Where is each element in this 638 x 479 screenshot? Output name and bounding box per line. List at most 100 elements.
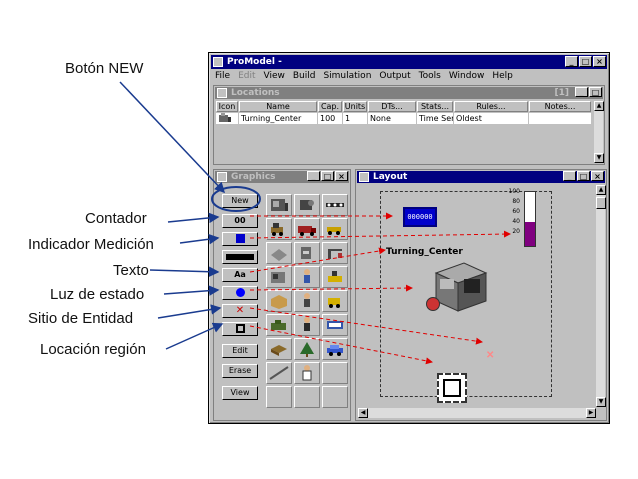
- text-tool-button[interactable]: Aa: [222, 268, 258, 282]
- menu-edit[interactable]: Edit: [238, 71, 256, 81]
- graphic-cell[interactable]: [294, 314, 320, 336]
- cell-cap[interactable]: 100: [318, 113, 342, 124]
- graphics-minimize-button[interactable]: _: [307, 171, 320, 181]
- col-header-stats[interactable]: Stats...: [417, 101, 453, 112]
- graphic-cell[interactable]: [266, 218, 292, 240]
- graphic-cell[interactable]: [266, 266, 292, 288]
- graphic-cell[interactable]: [322, 362, 348, 384]
- menu-simulation[interactable]: Simulation: [323, 71, 372, 81]
- cell-stats[interactable]: Time Series: [417, 113, 453, 124]
- graphic-cell[interactable]: [294, 362, 320, 384]
- graphic-cell[interactable]: [266, 386, 292, 408]
- graphic-cell[interactable]: [322, 242, 348, 264]
- graphic-cell[interactable]: [294, 266, 320, 288]
- callout-luz-estado: Luz de estado: [50, 286, 145, 303]
- new-button[interactable]: New: [222, 194, 258, 208]
- close-button[interactable]: ×: [593, 56, 606, 67]
- graphics-close-button[interactable]: ×: [335, 171, 348, 181]
- cell-icon[interactable]: [216, 113, 238, 124]
- menu-help[interactable]: Help: [492, 71, 513, 81]
- locations-minimize-button[interactable]: _: [575, 87, 588, 97]
- cell-dts[interactable]: None: [368, 113, 416, 124]
- menu-tools[interactable]: Tools: [418, 71, 441, 81]
- graphic-cell[interactable]: [294, 194, 320, 216]
- graphic-cell[interactable]: [266, 338, 292, 360]
- layout-scroll-thumb[interactable]: [596, 197, 606, 209]
- col-header-icon[interactable]: Icon: [216, 101, 238, 112]
- menu-output[interactable]: Output: [379, 71, 411, 81]
- layout-canvas[interactable]: 000000 Turning_Center 100 80 60 40 20 ✕: [358, 185, 594, 407]
- menu-window[interactable]: Window: [448, 71, 485, 81]
- graphic-cell[interactable]: [294, 290, 320, 312]
- layout-gauge[interactable]: [524, 191, 536, 247]
- graphic-cell[interactable]: [294, 242, 320, 264]
- col-header-name[interactable]: Name: [239, 101, 317, 112]
- label-tool-button[interactable]: [222, 250, 258, 264]
- maximize-button[interactable]: □: [579, 56, 592, 67]
- layout-close-button[interactable]: ×: [591, 171, 604, 181]
- layout-scroll-right-icon[interactable]: ▶: [586, 408, 596, 418]
- graphic-cell[interactable]: [294, 386, 320, 408]
- turning-center-machine-icon[interactable]: [430, 259, 490, 315]
- edit-button[interactable]: Edit: [222, 344, 258, 358]
- locations-titlebar[interactable]: Locations [1] _ □: [215, 87, 603, 99]
- promodel-titlebar[interactable]: ProModel - _ □ ×: [211, 55, 607, 69]
- layout-status-light[interactable]: [426, 297, 440, 311]
- layout-entity-spot-icon[interactable]: ✕: [486, 350, 495, 361]
- graphic-cell[interactable]: [266, 194, 292, 216]
- menu-build[interactable]: Build: [292, 71, 316, 81]
- graphic-cell[interactable]: [322, 290, 348, 312]
- counter-tool-button[interactable]: 00: [222, 214, 258, 228]
- graphic-cell[interactable]: [322, 338, 348, 360]
- gauge-tool-button[interactable]: [222, 232, 258, 246]
- layout-window-icon: [359, 172, 369, 182]
- gauge-tick: 60: [512, 208, 520, 215]
- graphic-cell[interactable]: [322, 266, 348, 288]
- graphic-cell[interactable]: [266, 362, 292, 384]
- layout-titlebar[interactable]: Layout _ □ ×: [357, 171, 605, 183]
- menu-file[interactable]: File: [215, 71, 231, 81]
- layout-maximize-button[interactable]: □: [577, 171, 590, 181]
- col-header-dts[interactable]: DTs...: [368, 101, 416, 112]
- scroll-down-icon[interactable]: ▼: [594, 153, 604, 163]
- graphic-cell[interactable]: [266, 290, 292, 312]
- status-light-tool-button[interactable]: [222, 286, 258, 300]
- locations-maximize-button[interactable]: □: [589, 87, 602, 97]
- layout-location-label[interactable]: Turning_Center: [386, 247, 463, 257]
- minimize-button[interactable]: _: [565, 56, 578, 67]
- graphic-cell[interactable]: [266, 314, 292, 336]
- scroll-up-icon[interactable]: ▲: [594, 101, 604, 111]
- layout-hscrollbar[interactable]: ◀ ▶: [358, 408, 596, 418]
- cell-name[interactable]: Turning_Center: [239, 113, 317, 124]
- graphic-cell[interactable]: [322, 314, 348, 336]
- graphics-titlebar[interactable]: Graphics _ □ ×: [215, 171, 349, 183]
- layout-vscrollbar[interactable]: ▲ ▼: [595, 185, 606, 407]
- layout-region[interactable]: [437, 373, 467, 403]
- region-tool-button[interactable]: [222, 322, 258, 336]
- layout-scroll-down-icon[interactable]: ▼: [596, 397, 606, 407]
- col-header-notes[interactable]: Notes...: [529, 101, 591, 112]
- graphics-maximize-button[interactable]: □: [321, 171, 334, 181]
- menu-view[interactable]: View: [263, 71, 285, 81]
- col-header-units[interactable]: Units: [343, 101, 367, 112]
- cell-units[interactable]: 1: [343, 113, 367, 124]
- view-button[interactable]: View: [222, 386, 258, 400]
- graphic-cell[interactable]: [322, 194, 348, 216]
- graphic-cell[interactable]: [294, 338, 320, 360]
- col-header-rules[interactable]: Rules...: [454, 101, 528, 112]
- cell-rules[interactable]: Oldest: [454, 113, 528, 124]
- layout-scroll-up-icon[interactable]: ▲: [596, 185, 606, 195]
- layout-scroll-left-icon[interactable]: ◀: [358, 408, 368, 418]
- entity-spot-tool-button[interactable]: ✕: [222, 304, 258, 318]
- graphic-cell[interactable]: [322, 386, 348, 408]
- layout-minimize-button[interactable]: _: [563, 171, 576, 181]
- graphic-cell[interactable]: [294, 218, 320, 240]
- locations-scrollbar[interactable]: ▲ ▼: [593, 101, 604, 163]
- loader-graphic-icon: [328, 298, 340, 308]
- graphic-cell[interactable]: [322, 218, 348, 240]
- col-header-cap[interactable]: Cap.: [318, 101, 342, 112]
- erase-button[interactable]: Erase: [222, 364, 258, 378]
- graphic-cell[interactable]: [266, 242, 292, 264]
- cell-notes[interactable]: [529, 113, 591, 124]
- layout-counter[interactable]: 000000: [403, 207, 437, 227]
